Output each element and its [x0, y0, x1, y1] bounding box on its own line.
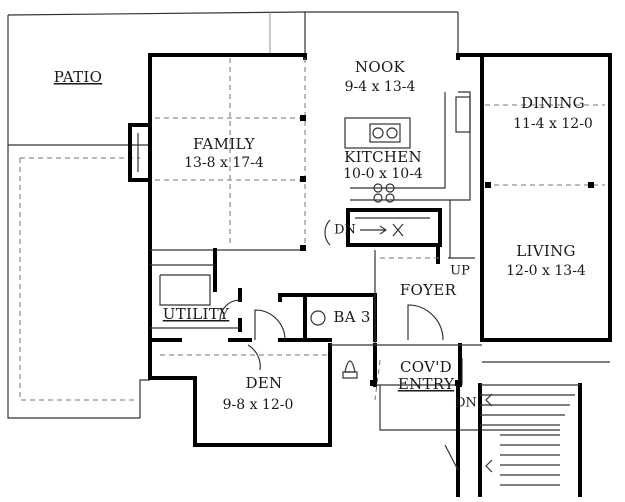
label-stair-up: UP: [450, 264, 470, 279]
label-kitchen: KITCHEN: [344, 148, 422, 166]
label-covd-line1: COV'D: [400, 358, 452, 376]
label-family: FAMILY: [193, 135, 256, 153]
interior-walls: [150, 53, 612, 387]
doors: [219, 219, 463, 385]
label-entry-dn: DN: [455, 396, 477, 411]
label-living: LIVING: [516, 242, 576, 260]
label-foyer: FOYER: [400, 281, 457, 299]
label-patio: PATIO: [54, 68, 102, 86]
label-den-dims: 9-8 x 12-0: [223, 397, 294, 413]
entry-stairs: [379, 383, 582, 497]
label-covd-line2: ENTRY: [398, 375, 455, 393]
stair-arrows: [360, 223, 493, 473]
label-bath: BA 3: [333, 308, 370, 326]
label-den: DEN: [245, 374, 282, 392]
patio-outline: [7, 11, 306, 419]
label-utility: UTILITY: [163, 305, 230, 323]
label-kitchen-dims: 10-0 x 10-4: [343, 166, 423, 182]
label-dining: DINING: [521, 94, 585, 112]
label-living-dims: 12-0 x 13-4: [506, 263, 586, 279]
label-nook: NOOK: [355, 58, 406, 76]
labels: PATIO NOOK 9-4 x 13-4 FAMILY 13-8 x 17-4…: [54, 58, 593, 413]
label-nook-dims: 9-4 x 13-4: [345, 79, 416, 95]
posts: [300, 115, 594, 386]
label-stair-dn: DN: [334, 223, 356, 238]
ceiling-lines: [155, 58, 605, 401]
label-family-dims: 13-8 x 17-4: [184, 155, 264, 171]
label-dining-dims: 11-4 x 12-0: [513, 116, 593, 132]
nook-bay: [304, 11, 459, 55]
